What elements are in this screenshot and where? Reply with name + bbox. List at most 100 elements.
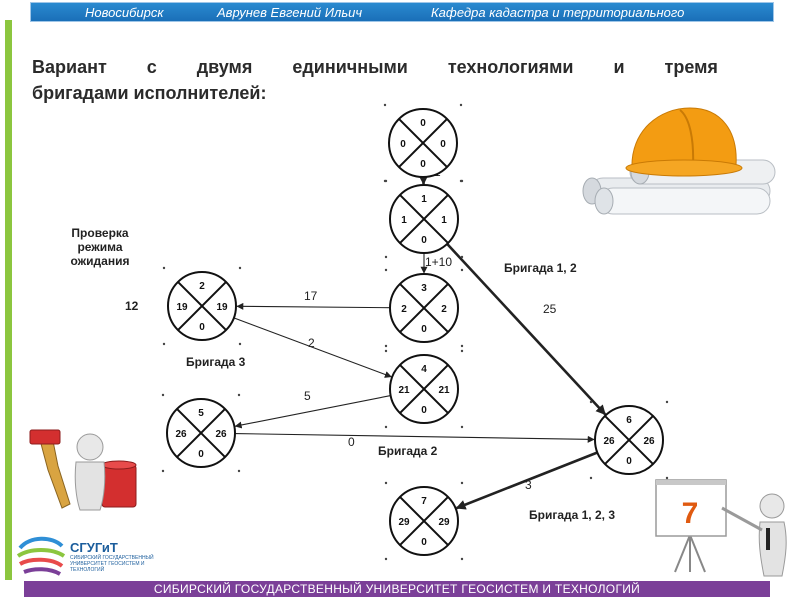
brigade123-label: Бригада 1, 2, 3 — [529, 508, 615, 522]
node-corner-mark — [238, 266, 242, 270]
waiting-value-label: 12 — [125, 299, 139, 313]
node-divider — [399, 496, 449, 546]
logo-name: СГУГиТ — [70, 540, 118, 555]
node-corner-mark — [238, 342, 242, 346]
node-value-right: 0 — [440, 139, 446, 150]
node-value-bottom: 0 — [421, 405, 427, 416]
node-corner-mark — [460, 179, 464, 183]
node-value-top: 1 — [421, 194, 427, 205]
waiting-check-label-3: ожидания — [71, 254, 130, 268]
node-value-top: 5 — [198, 408, 204, 419]
node-value-right: 19 — [216, 302, 228, 313]
header-department: Кафедра кадастра и территориального — [431, 5, 685, 20]
title-word: Вариант — [32, 57, 107, 77]
node-corner-mark — [384, 349, 388, 353]
node-value-right: 26 — [215, 429, 227, 440]
node-corner-mark — [237, 393, 241, 397]
edge-duration-label: 0 — [348, 435, 355, 449]
node-value-top: 4 — [421, 364, 427, 375]
painter-figure-illustration — [29, 429, 137, 511]
node-value-right: 1 — [441, 215, 447, 226]
node-divider — [399, 283, 449, 333]
node-corner-mark — [460, 255, 464, 259]
node-value-bottom: 0 — [199, 322, 205, 333]
waiting-check-label-2: режима — [77, 240, 122, 254]
node-value-left: 2 — [401, 304, 407, 315]
brigade3-label: Бригада 3 — [186, 355, 246, 369]
node-value-right: 29 — [438, 517, 450, 528]
node-corner-mark — [384, 481, 388, 485]
waiting-check-label-1: Проверка — [71, 226, 129, 240]
edge-duration-label: 25 — [543, 302, 557, 316]
title-word: и — [613, 57, 625, 77]
title-word: тремя — [664, 57, 718, 77]
node-corner-mark — [460, 481, 464, 485]
node-value-top: 7 — [421, 496, 427, 507]
node-corner-mark — [665, 476, 669, 480]
node-value-left: 26 — [175, 429, 187, 440]
node-corner-mark — [589, 476, 593, 480]
node-corner-mark — [665, 400, 669, 404]
edge-duration-label: 17 — [304, 289, 318, 303]
node-value-top: 0 — [420, 118, 426, 129]
slide-title: Вариант с двумя единичными технологиями … — [32, 54, 718, 106]
edge-arrow — [446, 243, 607, 416]
node-corner-mark — [384, 425, 388, 429]
teacher-board-illustration: 7 — [655, 479, 787, 577]
node-corner-mark — [384, 557, 388, 561]
node-corner-mark — [237, 469, 241, 473]
brigade12-label: Бригада 1, 2 — [504, 261, 577, 275]
header-author: Аврунев Евгений Ильич — [217, 5, 363, 20]
title-word: единичными — [292, 57, 408, 77]
title-word: технологиями — [447, 57, 574, 77]
edge-arrow — [234, 395, 391, 429]
node-value-left: 0 — [400, 139, 406, 150]
node-corner-mark — [161, 393, 165, 397]
edge-arrow — [455, 451, 598, 510]
event-node: 4 0 21 21 — [384, 349, 464, 429]
node-corner-mark — [460, 349, 464, 353]
node-divider — [399, 194, 449, 244]
title-line-2: бригадами исполнителей: — [32, 83, 267, 103]
node-corner-mark — [384, 179, 388, 183]
title-word: двумя — [196, 57, 253, 77]
node-value-bottom: 0 — [421, 324, 427, 335]
university-logo — [16, 536, 66, 576]
node-corner-mark — [383, 103, 387, 107]
node-value-left: 21 — [398, 385, 410, 396]
node-divider — [399, 364, 449, 414]
edge-arrow — [236, 302, 391, 310]
node-corner-mark — [589, 400, 593, 404]
node-corner-mark — [384, 255, 388, 259]
node-divider — [176, 408, 226, 458]
node-value-left: 26 — [603, 436, 615, 447]
edge-duration-label: 5 — [304, 389, 311, 403]
node-corner-mark — [460, 557, 464, 561]
edge-duration-label: 2 — [308, 336, 315, 350]
helmet-blueprints-illustration — [582, 107, 776, 215]
side-accent-bar — [5, 20, 12, 580]
edge-arrow — [233, 317, 392, 378]
node-value-top: 6 — [626, 415, 632, 426]
node-corner-mark — [161, 469, 165, 473]
edge-arrow — [234, 433, 595, 443]
node-value-right: 21 — [438, 385, 450, 396]
title-word: с — [146, 57, 157, 77]
node-corner-mark — [384, 268, 388, 272]
node-corner-mark — [460, 268, 464, 272]
header-city: Новосибирск — [85, 5, 164, 20]
header-bar: Новосибирск Аврунев Евгений Ильич Кафедр… — [30, 2, 774, 22]
node-divider — [604, 415, 654, 465]
edge-duration-label: 1+10 — [425, 255, 452, 269]
title-line-1: Вариант с двумя единичными технологиями … — [32, 54, 718, 80]
node-value-bottom: 0 — [626, 456, 632, 467]
